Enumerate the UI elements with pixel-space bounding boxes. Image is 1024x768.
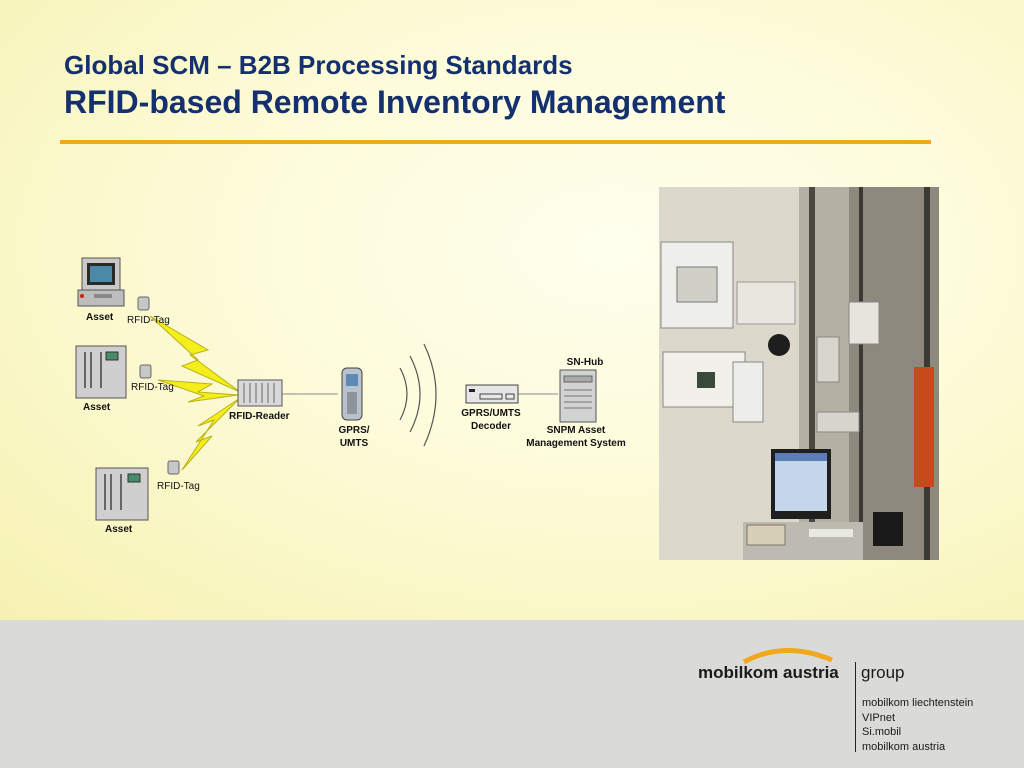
server-label-line1: SNPM Asset bbox=[547, 425, 606, 436]
phone-label-line1: GPRS/ bbox=[338, 425, 369, 436]
group-company-item: mobilkom liechtenstein bbox=[862, 697, 974, 709]
installation-photo-drawing bbox=[659, 187, 939, 560]
decoder-device-icon bbox=[465, 384, 519, 404]
server-tower-icon bbox=[559, 369, 597, 423]
slide-title-line2: RFID-based Remote Inventory Management bbox=[64, 84, 726, 120]
installation-photo bbox=[659, 187, 939, 560]
decoder-label-line2: Decoder bbox=[471, 421, 511, 432]
decoder-label-line1: GPRS/UMTS bbox=[461, 408, 521, 419]
title-underline bbox=[60, 140, 931, 144]
lightning-bolt-icon bbox=[181, 397, 241, 471]
brand-name: mobilkom austria bbox=[698, 663, 839, 682]
radio-waves-icon bbox=[399, 343, 437, 447]
asset-server-icon bbox=[95, 467, 149, 521]
asset-label: Asset bbox=[83, 402, 111, 413]
asset-desktop-icon bbox=[77, 257, 125, 307]
brand-separator bbox=[855, 662, 856, 752]
asset-label: Asset bbox=[105, 524, 133, 535]
rfid-tag-icon bbox=[167, 460, 180, 475]
asset-server-icon bbox=[75, 345, 127, 399]
group-company-item: mobilkom austria bbox=[862, 740, 946, 753]
group-company-list: mobilkom liechtenstein VIPnet Si.mobil m… bbox=[862, 696, 973, 754]
group-company-item: Si.mobil bbox=[862, 726, 902, 738]
rfid-network-diagram: Asset RFID-Tag Asset RFID-Tag Asset RFID… bbox=[75, 257, 626, 535]
sn-hub-label: SN-Hub bbox=[567, 357, 604, 368]
rfid-tag-label: RFID-Tag bbox=[131, 382, 174, 393]
phone-label-line2: UMTS bbox=[340, 438, 369, 449]
rfid-reader-label: RFID-Reader bbox=[229, 411, 290, 422]
rfid-reader-icon bbox=[237, 379, 283, 407]
mobile-phone-icon bbox=[341, 367, 363, 421]
rfid-tag-label: RFID-Tag bbox=[157, 481, 200, 492]
rfid-tag-icon bbox=[139, 364, 152, 379]
server-label-line2: Management System bbox=[526, 438, 626, 449]
rfid-tag-icon bbox=[137, 296, 150, 311]
brand-group-label: group bbox=[861, 663, 905, 682]
rfid-tag-label: RFID-Tag bbox=[127, 315, 170, 326]
footer-bar bbox=[0, 620, 1024, 768]
asset-label: Asset bbox=[86, 312, 114, 323]
slide-title-line1: Global SCM – B2B Processing Standards bbox=[64, 50, 573, 80]
group-company-item: VIPnet bbox=[862, 711, 896, 724]
